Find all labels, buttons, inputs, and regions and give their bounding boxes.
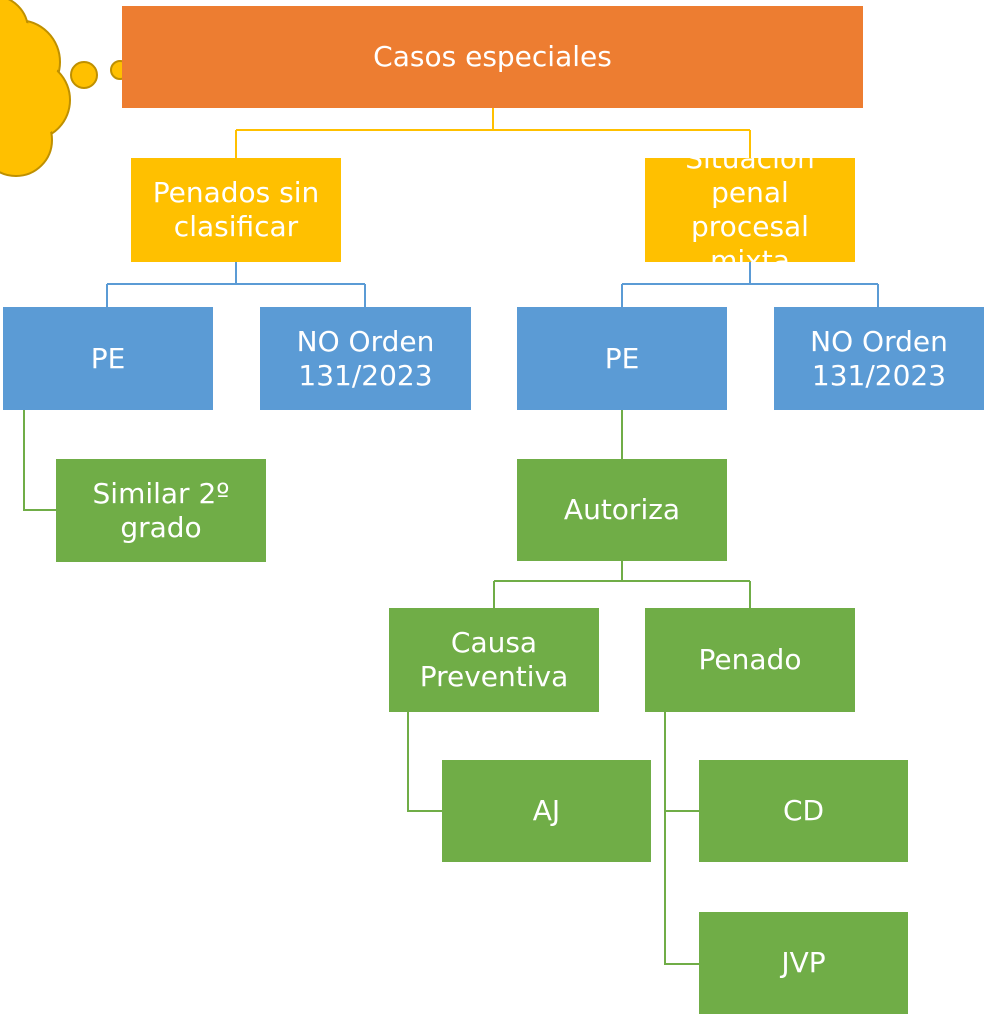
node-similar-2-grado: Similar 2º grado <box>56 459 266 562</box>
connector-causa-to-aj <box>407 712 442 812</box>
node-jvp: JVP <box>699 912 908 1014</box>
connector-pe-left-to-similar <box>23 410 56 511</box>
node-label: Autoriza <box>563 493 681 526</box>
connector-penado-to-cd <box>664 712 699 812</box>
node-pe-left: PE <box>3 307 213 410</box>
node-penados-sin-clasificar: Penados sin clasificar <box>131 158 341 262</box>
node-label: NO Orden 131/2023 <box>296 324 435 392</box>
node-label: Situación penal procesal mixta <box>685 158 815 262</box>
node-label: NO Orden 131/2023 <box>810 324 948 392</box>
node-label: JVP <box>781 946 826 979</box>
node-situacion-penal-procesal: Situación penal procesal mixta <box>645 158 855 262</box>
node-casos-especiales: Casos especiales <box>122 6 863 108</box>
node-aj: AJ <box>442 760 651 862</box>
node-no-orden-right: NO Orden 131/2023 <box>774 307 984 410</box>
node-no-orden-left: NO Orden 131/2023 <box>260 307 471 410</box>
node-label: PE <box>90 341 126 375</box>
node-label: AJ <box>532 794 561 827</box>
node-label: Penados sin clasificar <box>152 176 320 243</box>
node-penado: Penado <box>645 608 855 712</box>
node-label: Penado <box>698 643 802 676</box>
node-autoriza: Autoriza <box>517 459 727 561</box>
node-label: Similar 2º grado <box>92 476 230 544</box>
node-pe-right: PE <box>517 307 727 410</box>
connector-penado-to-jvp <box>664 811 699 965</box>
node-label: Causa Preventiva <box>419 626 569 693</box>
node-causa-preventiva: Causa Preventiva <box>389 608 599 712</box>
node-label: CD <box>782 794 825 827</box>
node-cd: CD <box>699 760 908 862</box>
node-label: PE <box>604 341 640 375</box>
thought-cloud-icon <box>0 0 151 177</box>
node-label: Casos especiales <box>373 40 612 73</box>
